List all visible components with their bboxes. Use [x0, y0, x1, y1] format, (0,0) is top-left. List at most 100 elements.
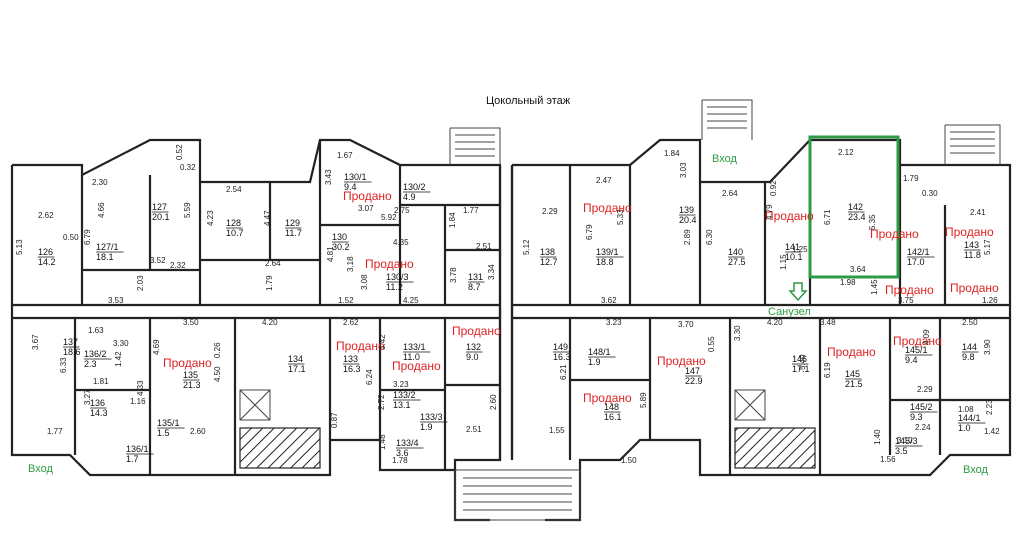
room-number: 145: [845, 369, 860, 379]
dimension-label: 1.77: [47, 427, 63, 436]
dimension-label: 6.19: [823, 362, 832, 378]
partitions-lower-left: [73, 318, 500, 475]
room-area: 12.7: [540, 257, 558, 267]
room-area: 20.1: [152, 212, 170, 222]
plan-title: Цокольный этаж: [486, 95, 571, 107]
dimension-label: 3.07: [358, 204, 374, 213]
room-number: 133/1: [403, 342, 426, 352]
room-number: 136/1: [126, 444, 149, 454]
dimension-label: 3.27: [83, 389, 92, 405]
dimension-label: 5.92: [381, 213, 397, 222]
dimension-label: 4.09: [922, 329, 931, 345]
dimension-label: 2.62: [343, 318, 359, 327]
dimension-label: 3.50: [183, 318, 199, 327]
room-area: 1.5: [157, 428, 170, 438]
sold-label: Продано: [392, 359, 441, 373]
dimension-label: 2.12: [838, 148, 854, 157]
hatched-shaft-left: [239, 427, 321, 469]
dimension-label: 5.17: [983, 239, 992, 255]
sold-label: Продано: [583, 201, 632, 215]
room-area: 14.2: [38, 257, 56, 267]
room-area: 14.3: [90, 408, 108, 418]
room-area: 21.3: [183, 380, 201, 390]
dimension-label: 1.79: [903, 174, 919, 183]
dimension-label: 1.84: [664, 149, 680, 158]
dimension-label: 0.87: [330, 412, 339, 428]
room-number: 147: [685, 366, 700, 376]
dimension-label: 1.79: [265, 275, 274, 291]
dimension-label: 3.10: [897, 436, 913, 445]
room-number: 145/3: [895, 436, 918, 446]
sold-label: Продано: [343, 189, 392, 203]
dimension-label: 1.15: [779, 254, 788, 270]
dimension-label: 2.47: [596, 176, 612, 185]
room-number: 130/3: [386, 272, 409, 282]
dimension-label: 0.55: [707, 336, 716, 352]
room-area: 10.1: [785, 252, 803, 262]
dimension-label: 1.45: [870, 279, 879, 295]
dimension-label: 1.16: [130, 397, 146, 406]
dimension-label: 2.51: [466, 425, 482, 434]
dimension-label: 6.21: [559, 364, 568, 380]
dimension-label: 5.59: [183, 202, 192, 218]
dimension-label: 1.81: [93, 377, 109, 386]
sold-label: Продано: [336, 339, 385, 353]
dimension-label: 2.51: [476, 242, 492, 251]
dimension-label: 0.26: [213, 342, 222, 358]
dimension-label: 1.42: [114, 351, 123, 367]
room-number: 142: [848, 202, 863, 212]
room-area: 1.9: [588, 357, 601, 367]
room-number: 135: [183, 370, 198, 380]
dimension-label: 2.03: [136, 275, 145, 291]
dimension-label: 5.12: [522, 239, 531, 255]
room-number: 144: [962, 342, 977, 352]
sold-label: Продано: [765, 209, 814, 223]
dimension-label: 4.50: [213, 366, 222, 382]
room-number: 133: [343, 354, 358, 364]
dimension-label: 3.48: [820, 318, 836, 327]
dimension-label: 1.98: [840, 278, 856, 287]
room-number: 145/2: [910, 402, 933, 412]
room-area: 30.2: [332, 242, 350, 252]
dimension-label: 3.03: [679, 162, 688, 178]
entrance-label-left: Вход: [28, 463, 53, 475]
room-area: 22.9: [685, 376, 703, 386]
room-area: 27.5: [728, 257, 746, 267]
dimension-label: 3.08: [360, 274, 369, 290]
room-area: 10.7: [226, 228, 244, 238]
room-area: 13.1: [393, 400, 411, 410]
room-number: 148/1: [588, 347, 611, 357]
dimension-label: 1.56: [880, 455, 896, 464]
sold-label: Продано: [893, 334, 942, 348]
dimension-label: 4.23: [206, 210, 215, 226]
room-number: 134: [288, 354, 303, 364]
room-number: 130/1: [344, 172, 367, 182]
dimension-label: 1.25: [792, 245, 808, 254]
highlight-room-142[interactable]: [808, 135, 900, 279]
elevator-box-right: [734, 389, 766, 421]
room-area: 1.7: [126, 454, 139, 464]
dimension-label: 3.42: [378, 334, 387, 350]
room-area: 16.1: [604, 412, 622, 422]
room-area: 17.1: [792, 364, 810, 374]
room-number: 137: [63, 337, 78, 347]
dimension-label: 5.13: [15, 239, 24, 255]
dimension-label: 2.60: [190, 427, 206, 436]
room-area: 21.5: [845, 379, 863, 389]
room-area: 17.0: [907, 257, 925, 267]
room-area: 23.4: [848, 212, 866, 222]
dimension-label: 4.33: [136, 380, 145, 396]
dimension-label: 2.89: [683, 229, 692, 245]
room-number: 130/2: [403, 182, 426, 192]
room-area: 17.1: [288, 364, 306, 374]
dimension-label: 4.79: [765, 204, 774, 220]
dimension-label: 1.84: [448, 212, 457, 228]
dimension-label: 1.77: [463, 206, 479, 215]
restroom-arrow-icon: [788, 282, 808, 302]
dimension-label: 5.33: [616, 209, 625, 225]
dimension-label: 1.26: [982, 296, 998, 305]
room-area: 3.6: [396, 448, 409, 458]
room-number: 129: [285, 218, 300, 228]
dimension-label: 5.40: [798, 354, 807, 370]
